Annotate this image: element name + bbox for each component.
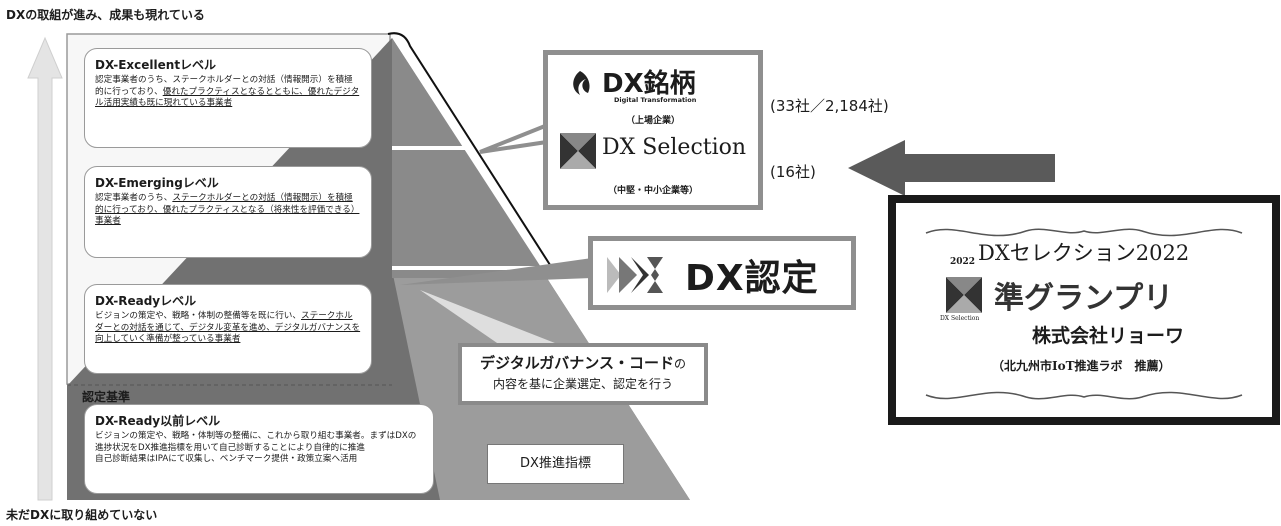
meigara-title: DX銘柄 [602,69,696,99]
desc-underline: ステークホルダーとの対話（情報開示）を積極的に行っており、優れたプラクティスとな… [95,193,360,227]
level-emerging-desc: 認定事業者のうち、ステークホルダーとの対話（情報開示）を積極的に行っており、優れ… [95,193,361,228]
award-logo-text: DX Selection [940,315,980,322]
selection-market: （中堅・中小企業等） [607,186,698,196]
desc-plain: 認定事業者のうち、 [95,193,173,203]
award-year-badge: 2022 [950,257,976,267]
desc-underline: 優れたプラクティスとなるとともに、優れたデジタル活用実績も既に現れている事業者 [95,86,360,109]
level-ready-title: DX-Readyレベル [95,294,197,308]
selection-title: DX Selection [602,135,747,160]
award-grade: 準グランプリ [994,281,1174,316]
level-pre-ready-desc-2: 自己診断結果はIPAにて収集し、ベンチマーク提供・政策立案へ活用 [95,454,358,465]
pyramid-top-face [392,38,548,278]
bottom-caption: 未だDXに取り組めていない [6,508,158,522]
desc-underline: ステークホルダーとの対話を通じて、デジタル変革を進め、デジタルガバナンスを向上し… [95,311,361,345]
level-ready-box: DX-Readyレベル ビジョンの策定や、戦略・体制の整備等を既に行い、ステーク… [84,284,372,374]
award-inner: 2022 DXセレクション2022 DX Selection 準グランプリ 株式… [896,203,1272,417]
meigara-market: （上場企業） [625,116,680,126]
award-title: DXセレクション2022 [978,241,1190,265]
award-ornament-bottom [925,391,1243,400]
level-ready-desc: ビジョンの策定や、戦略・体制の整備等を既に行い、ステークホルダーとの対話を通じて… [95,311,361,346]
award-certificate: 2022 DXセレクション2022 DX Selection 準グランプリ 株式… [888,195,1280,425]
selection-logo-icon [560,133,596,169]
level-excellent-title: DX-Excellentレベル [95,58,217,72]
governance-bold: デジタルガバナンス・コード [480,354,674,372]
meigara-subtitle: Digital Transformation [614,96,697,104]
level-pre-ready-title: DX-Ready以前レベル [95,414,221,428]
level-excellent-box: DX-Excellentレベル 認定事業者のうち、ステークホルダーとの対話（情報… [84,48,372,148]
award-logo-icon [946,277,982,317]
meigara-callout: DX銘柄 Digital Transformation （上場企業） DX Se… [543,50,763,210]
top-caption: DXの取組が進み、成果も現れている [6,8,205,22]
level-excellent-desc: 認定事業者のうち、ステークホルダーとの対話（情報開示）を積極的に行っており、優れ… [95,75,361,110]
award-arrow [848,140,1055,196]
governance-box: デジタルガバナンス・コードの 内容を基に企業選定、認定を行う [458,343,708,405]
meigara-logo-svg [573,71,590,95]
progress-arrow [27,36,63,501]
level-emerging-box: DX-Emergingレベル 認定事業者のうち、ステークホルダーとの対話（情報開… [84,166,372,258]
governance-line-1: デジタルガバナンス・コードの [462,352,704,373]
nintei-callout: DX認定 [588,236,856,310]
award-recommender: （北九州市IoT推進ラボ 推薦） [992,359,1171,373]
level-emerging-title: DX-Emergingレベル [95,176,219,190]
award-company: 株式会社リョーワ [1032,325,1185,347]
meigara-logo-icon [566,69,594,97]
governance-line-2: 内容を基に企業選定、認定を行う [492,377,673,391]
nintei-title: DX認定 [685,258,819,299]
nintei-pointer [400,258,592,285]
selection-logo-svg [560,133,596,169]
nintei-logo-svg [607,257,663,293]
nintei-logo-icon [607,253,665,301]
ninte-kijun-label: 認定基準 [82,390,131,404]
governance-suffix: の [673,357,686,371]
desc-plain: ビジョンの策定や、戦略・体制の整備等を既に行い、 [95,311,301,321]
level-pre-ready-desc-1: ビジョンの策定や、戦略・体制等の整備に、これから取り組む事業者。まずはDXの進捗… [95,431,417,453]
count-selection: (16社) [770,163,816,181]
award-ornament-top [925,228,1243,237]
level-pre-ready-box: DX-Ready以前レベル ビジョンの策定や、戦略・体制等の整備に、これから取り… [84,404,434,494]
suishin-shihyo-box: DX推進指標 [487,444,624,484]
award-logo-svg [946,277,982,313]
count-meigara: (33社／2,184社) [770,97,889,115]
desc-plain: 認定事業者のうち、ステークホルダーとの対話（情報開示）を積極的に行っており、 [95,75,353,97]
governance-pointer [420,290,560,345]
tier-bracket [387,32,553,269]
